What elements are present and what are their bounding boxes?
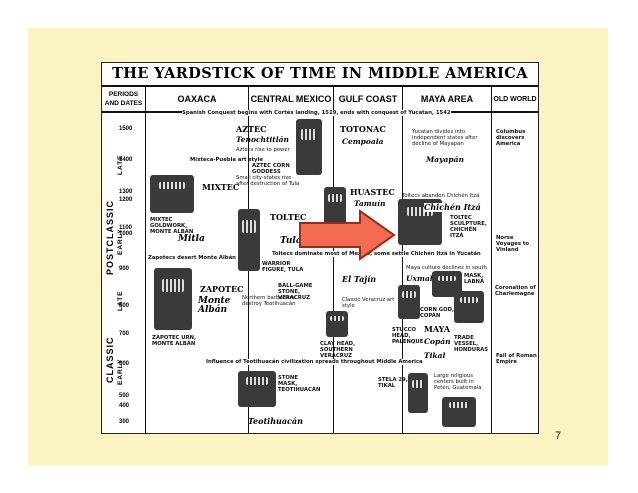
tick-500: 500 xyxy=(119,393,130,399)
maya-mayapan: Mayapán xyxy=(426,155,464,164)
tick-1300: 1300 xyxy=(119,189,133,195)
maya-stucco-head: STUCCO HEAD, PALENQUE xyxy=(392,327,424,345)
page-number: 7 xyxy=(555,430,562,442)
tick-1200: 1200 xyxy=(119,197,133,203)
header-gulf-coast: GULF COAST xyxy=(334,87,403,113)
oaxaca-zapotec: ZAPOTEC xyxy=(200,284,244,294)
note-teotihuacan-influence: Influence of Teotihuacán civilization sp… xyxy=(206,359,423,365)
gulf-cempoala: Cempoala xyxy=(342,137,384,146)
old-world-columbus: Columbus discovers America xyxy=(496,129,526,147)
central-warrior-figure: WARRIOR FIGURE, TULA xyxy=(262,261,304,273)
mixtec-figure-image xyxy=(150,175,194,213)
central-aztecs-rise: Aztecs rise to power xyxy=(236,147,290,153)
tick-400: 400 xyxy=(119,403,130,409)
corn-god-image xyxy=(454,291,484,323)
huastec-figure-image xyxy=(324,187,346,227)
central-teotihuacan: Teotihuacán xyxy=(248,416,303,426)
gulf-totonac: TOTONAC xyxy=(340,124,386,134)
central-city-states: Small city-states rise after destruction… xyxy=(236,175,300,187)
toltec-warrior-image xyxy=(238,209,260,271)
aztec-corn-goddess-image xyxy=(296,119,322,175)
central-northern-barbarians: Northern barbarians destroy Teotihuacán xyxy=(242,295,296,307)
central-stone-mask: STONE MASK, TEOTIHUACÁN xyxy=(278,375,321,393)
teotihuacan-stone-mask-image xyxy=(238,371,276,407)
chart-title: THE YARDSTICK OF TIME IN MIDDLE AMERICA xyxy=(102,63,538,87)
column-gulf-coast xyxy=(334,111,403,433)
tick-600: 600 xyxy=(119,361,130,367)
oaxaca-mitla: Mitla xyxy=(178,234,205,244)
gulf-huastec: HUASTEC xyxy=(350,187,395,197)
oaxaca-mixtec: MIXTEC xyxy=(202,182,240,192)
oaxaca-mixteca-style: Mixteca-Puebla art style xyxy=(190,157,263,163)
gulf-el-tajin: El Tajín xyxy=(342,274,377,284)
header-old-world: OLD WORLD xyxy=(492,87,538,113)
clay-head-image xyxy=(326,311,348,337)
maya-uxmal: Uxmal xyxy=(406,274,433,283)
column-periods xyxy=(102,111,146,433)
maya-corn-god: CORN GOD, COPÁN xyxy=(420,307,455,319)
maya-stela-29: STELA 29, TIKAL xyxy=(378,377,408,389)
highlight-arrow xyxy=(299,209,396,261)
oaxaca-zapotecs-desert: Zapotecs desert Monte Albán xyxy=(148,255,236,261)
old-world-fall-of-rome: Fall of Roman Empire xyxy=(496,353,537,365)
maya-vessel-image xyxy=(442,397,476,427)
gulf-ballgame-stone: BALL-GAME STONE, VERACRUZ xyxy=(278,283,313,301)
central-tenochtitlan: Tenochtitlán xyxy=(236,135,289,144)
maya-mask-labna: MASK, LABNÁ xyxy=(464,273,485,285)
header-periods: PERIODS AND DATES xyxy=(102,87,146,113)
column-maya-area xyxy=(403,111,492,433)
oaxaca-monte-alban: Monte Albán xyxy=(198,296,231,315)
maya-maya: MAYA xyxy=(424,324,451,334)
maya-culture-declines: Maya culture declines in south xyxy=(406,265,487,271)
maya-yucatan-divides: Yucatan divides into independent states … xyxy=(412,129,478,147)
central-toltec: TOLTEC xyxy=(270,212,307,222)
gulf-clay-head: CLAY HEAD, SOUTHERN VERACRUZ xyxy=(320,341,356,359)
maya-chichen-itza: Chichén Itzá xyxy=(424,202,481,212)
tick-1500: 1500 xyxy=(119,126,133,132)
maya-toltec-sculpture: TOLTEC SCULPTURE, CHICHÉN ITZÁ xyxy=(450,215,487,239)
maya-tikal: Tikal xyxy=(424,351,446,360)
note-spanish-conquest: Spanish Conquest begins with Cortés land… xyxy=(182,110,451,116)
period-postclassic: POSTCLASSIC xyxy=(105,199,115,275)
period-classic: CLASSIC xyxy=(105,336,115,383)
maya-toltecs-abandon: Toltecs abandon Chichén Itzá xyxy=(402,193,480,199)
tick-1400: 1400 xyxy=(119,157,133,163)
central-tula: Tula xyxy=(280,236,302,246)
gulf-tamuin: Tamuín xyxy=(354,199,386,208)
maya-large-centers: Large religious centers built in Petén, … xyxy=(434,373,482,391)
tick-1000: 1000 xyxy=(119,231,133,237)
tick-300: 300 xyxy=(119,419,130,425)
tick-900: 900 xyxy=(119,266,130,272)
maya-trade-vessel: TRADE VESSEL, HONDURAS xyxy=(454,335,489,353)
central-aztec: AZTEC xyxy=(236,124,267,134)
tick-1100: 1100 xyxy=(119,225,133,231)
oaxaca-goldwork: MIXTEC GOLDWORK, MONTE ALBÁN xyxy=(150,217,194,235)
maya-copan: Copán xyxy=(424,337,451,346)
oaxaca-zapotec-urn: ZAPOTEC URN, MONTE ALBÁN xyxy=(152,335,197,347)
gulf-classic-veracruz: Classic Veracruz art style xyxy=(342,297,395,309)
zapotec-urn-image xyxy=(154,268,192,330)
column-oaxaca xyxy=(146,111,249,433)
central-corn-goddess: AZTEC CORN GODDESS xyxy=(252,163,290,175)
note-toltecs-dominate: Toltecs dominate most of Mexico; some se… xyxy=(272,251,481,257)
column-central-mexico xyxy=(249,111,334,433)
stela-image xyxy=(408,373,428,413)
old-world-norse: Norse Voyages to Vinland xyxy=(496,235,530,253)
tick-800: 800 xyxy=(119,303,130,309)
stucco-head-image xyxy=(398,285,420,319)
old-world-coronation: Coronation of Charlemagne xyxy=(495,285,536,297)
tick-700: 700 xyxy=(119,331,130,337)
